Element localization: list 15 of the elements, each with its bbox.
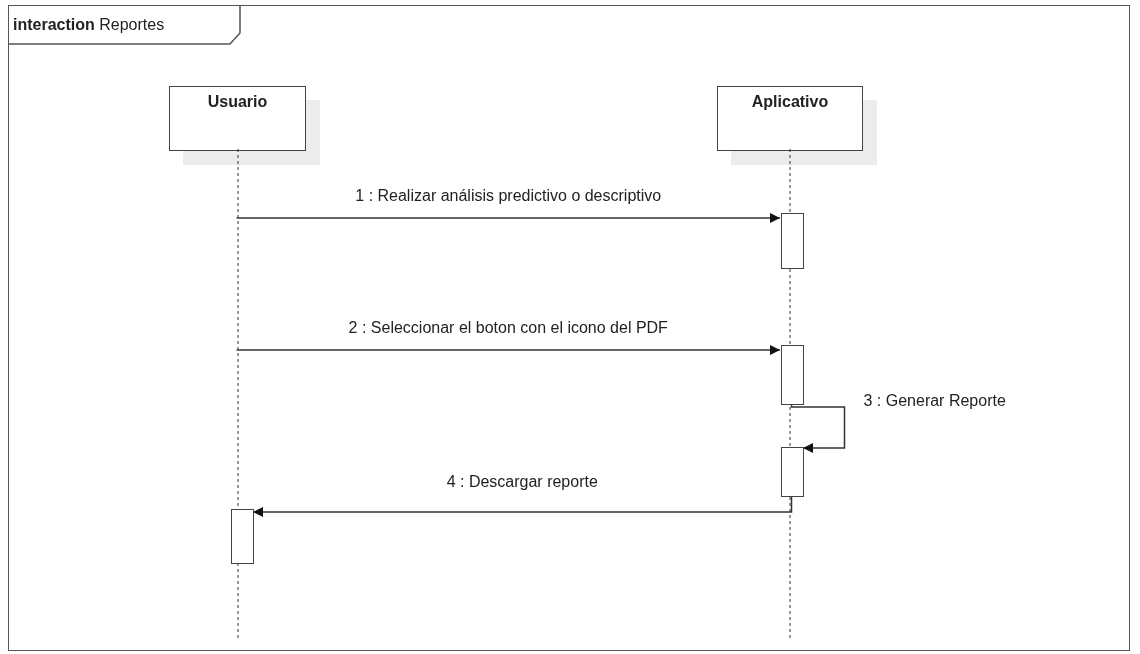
message-arrow — [235, 213, 781, 223]
frame-title: interaction Reportes — [13, 16, 165, 34]
activation-bar — [781, 345, 804, 405]
message-arrow — [235, 345, 781, 355]
activation-bar — [781, 447, 804, 497]
message-label: 1 : Realizar análisis predictivo o descriptivo — [353, 187, 664, 205]
interaction-frame — [8, 5, 1130, 651]
message-label: 3 : Generar Reporte — [861, 392, 1008, 410]
lifeline-name: Aplicativo — [751, 93, 829, 111]
message-arrow — [790, 403, 846, 453]
lifeline-name: Usuario — [207, 93, 268, 111]
message-arrow — [252, 495, 793, 517]
activation-bar — [781, 213, 804, 269]
activation-bar — [231, 509, 254, 564]
message-label: 4 : Descargar reporte — [444, 473, 600, 491]
